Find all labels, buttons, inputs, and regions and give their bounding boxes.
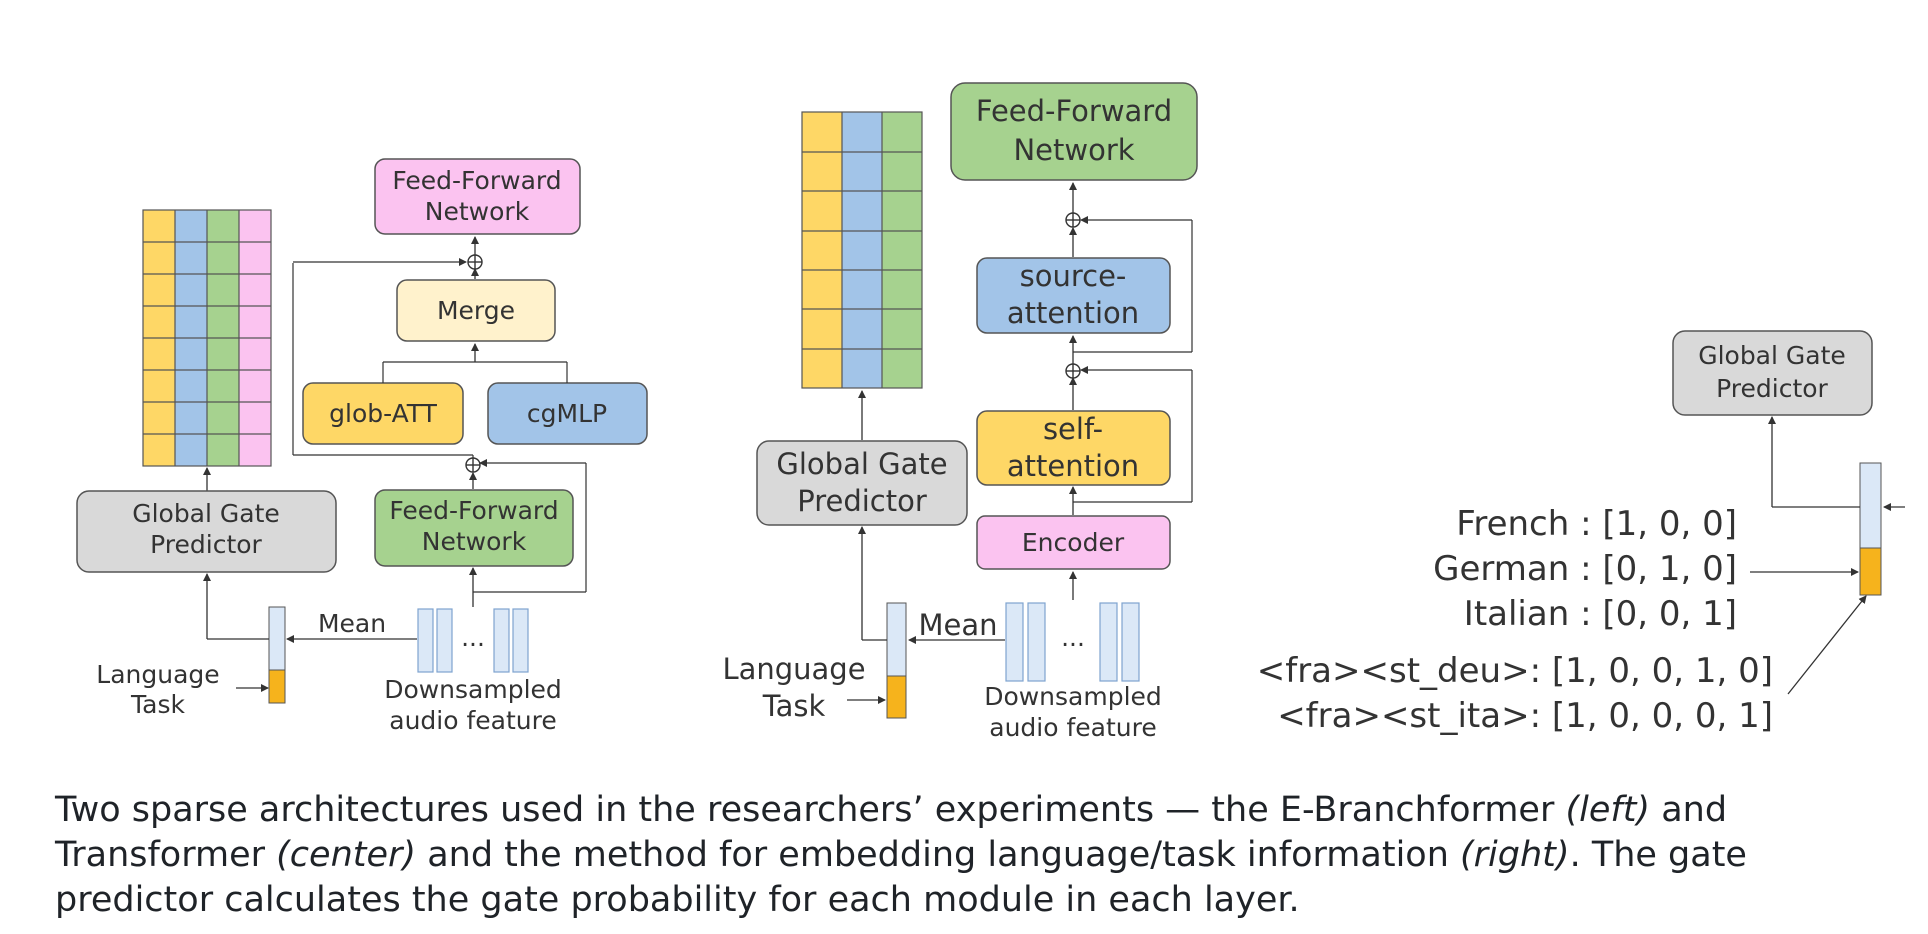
left-mean-label: Mean [318,609,386,638]
left-ffn-bottom-line1: Feed-Forward [389,496,558,525]
center-source-line2: attention [1007,296,1139,330]
left-cgmlp-label: cgMLP [527,399,607,428]
left-merge-label: Merge [437,296,515,325]
figure-caption: Two sparse architectures used in the res… [55,788,1895,923]
center-self-line2: attention [1007,449,1139,483]
center-lang-task-vector [886,602,907,677]
center-task-label: Task [762,689,826,723]
left-global-gate-predictor [76,490,337,573]
center-language-label: Language [722,652,865,686]
center-gate-line1: Global Gate [776,447,947,481]
center-ffn [950,82,1198,181]
left-ffn-top-line1: Feed-Forward [392,166,561,195]
left-audio-features [417,608,529,673]
right-task-fra-ita: <fra><st_ita>: [1, 0, 0, 0, 1] [1277,696,1773,736]
left-ffn-bottom-line2: Network [422,527,527,556]
left-language-label: Language [96,660,219,689]
left-gate-grid [142,209,272,467]
right-gate-line1: Global Gate [1698,341,1846,370]
architecture-diagram: Global Gate Predictor Language Task Mean… [76,82,1905,742]
caption-part4: . The gate predictor calculates the gate… [55,835,1747,920]
center-audio-features [1005,602,1140,682]
right-global-gate-predictor [1672,330,1873,416]
center-ffn-line2: Network [1013,133,1134,167]
center-encoder [976,515,1171,570]
right-lang-french: French : [1, 0, 0] [1456,504,1737,544]
right-gate-line2: Predictor [1716,374,1828,403]
right-lang-italian: Italian : [0, 0, 1] [1464,594,1737,634]
caption-left-label: (left) [1565,790,1651,830]
left-gate-line1: Global Gate [132,499,280,528]
left-task-label: Task [130,690,185,719]
caption-part1: Two sparse architectures used in the res… [55,790,1566,830]
caption-part3: and the method for embedding language/ta… [416,835,1461,875]
left-ellipsis: ... [461,623,485,652]
caption-part2: and Transformer [55,790,1728,875]
center-gate-grid [801,111,923,389]
left-lang-task-vector [268,606,286,671]
left-e-branchformer: Global Gate Predictor Language Task Mean… [76,158,648,735]
center-gate-line2: Predictor [797,484,927,518]
center-transformer: Global Gate Predictor Language Task Mean… [722,82,1198,742]
left-merge [396,279,556,342]
caption-center-label: (center) [276,835,417,875]
center-global-gate-predictor [756,440,968,526]
center-source-attention [976,257,1171,334]
center-ffn-line1: Feed-Forward [976,94,1172,128]
center-audio-feature-label: audio feature [989,713,1156,742]
right-embedding: Global Gate Predictor French : [1, 0, 0]… [1257,330,1905,736]
caption-right-label: (right) [1460,835,1570,875]
left-downsampled-label: Downsampled [384,675,562,704]
left-audio-feature-label: audio feature [389,706,556,735]
center-ellipsis: ... [1061,623,1085,652]
right-lang-german: German : [0, 1, 0] [1433,549,1737,589]
center-source-line1: source- [1020,259,1127,293]
center-self-line1: self- [1043,412,1103,446]
center-downsampled-label: Downsampled [984,682,1162,711]
center-encoder-label: Encoder [1022,528,1125,557]
right-lang-task-vector [1859,462,1882,549]
left-ffn-top-line2: Network [425,197,530,226]
left-glob-att-label: glob-ATT [329,399,437,428]
center-mean-label: Mean [918,608,997,642]
center-self-attention [976,410,1171,486]
left-ffn-bottom [374,489,574,567]
left-ffn-top [374,158,581,235]
right-task-fra-deu: <fra><st_deu>: [1, 0, 0, 1, 0] [1257,651,1773,691]
left-gate-line2: Predictor [150,530,262,559]
